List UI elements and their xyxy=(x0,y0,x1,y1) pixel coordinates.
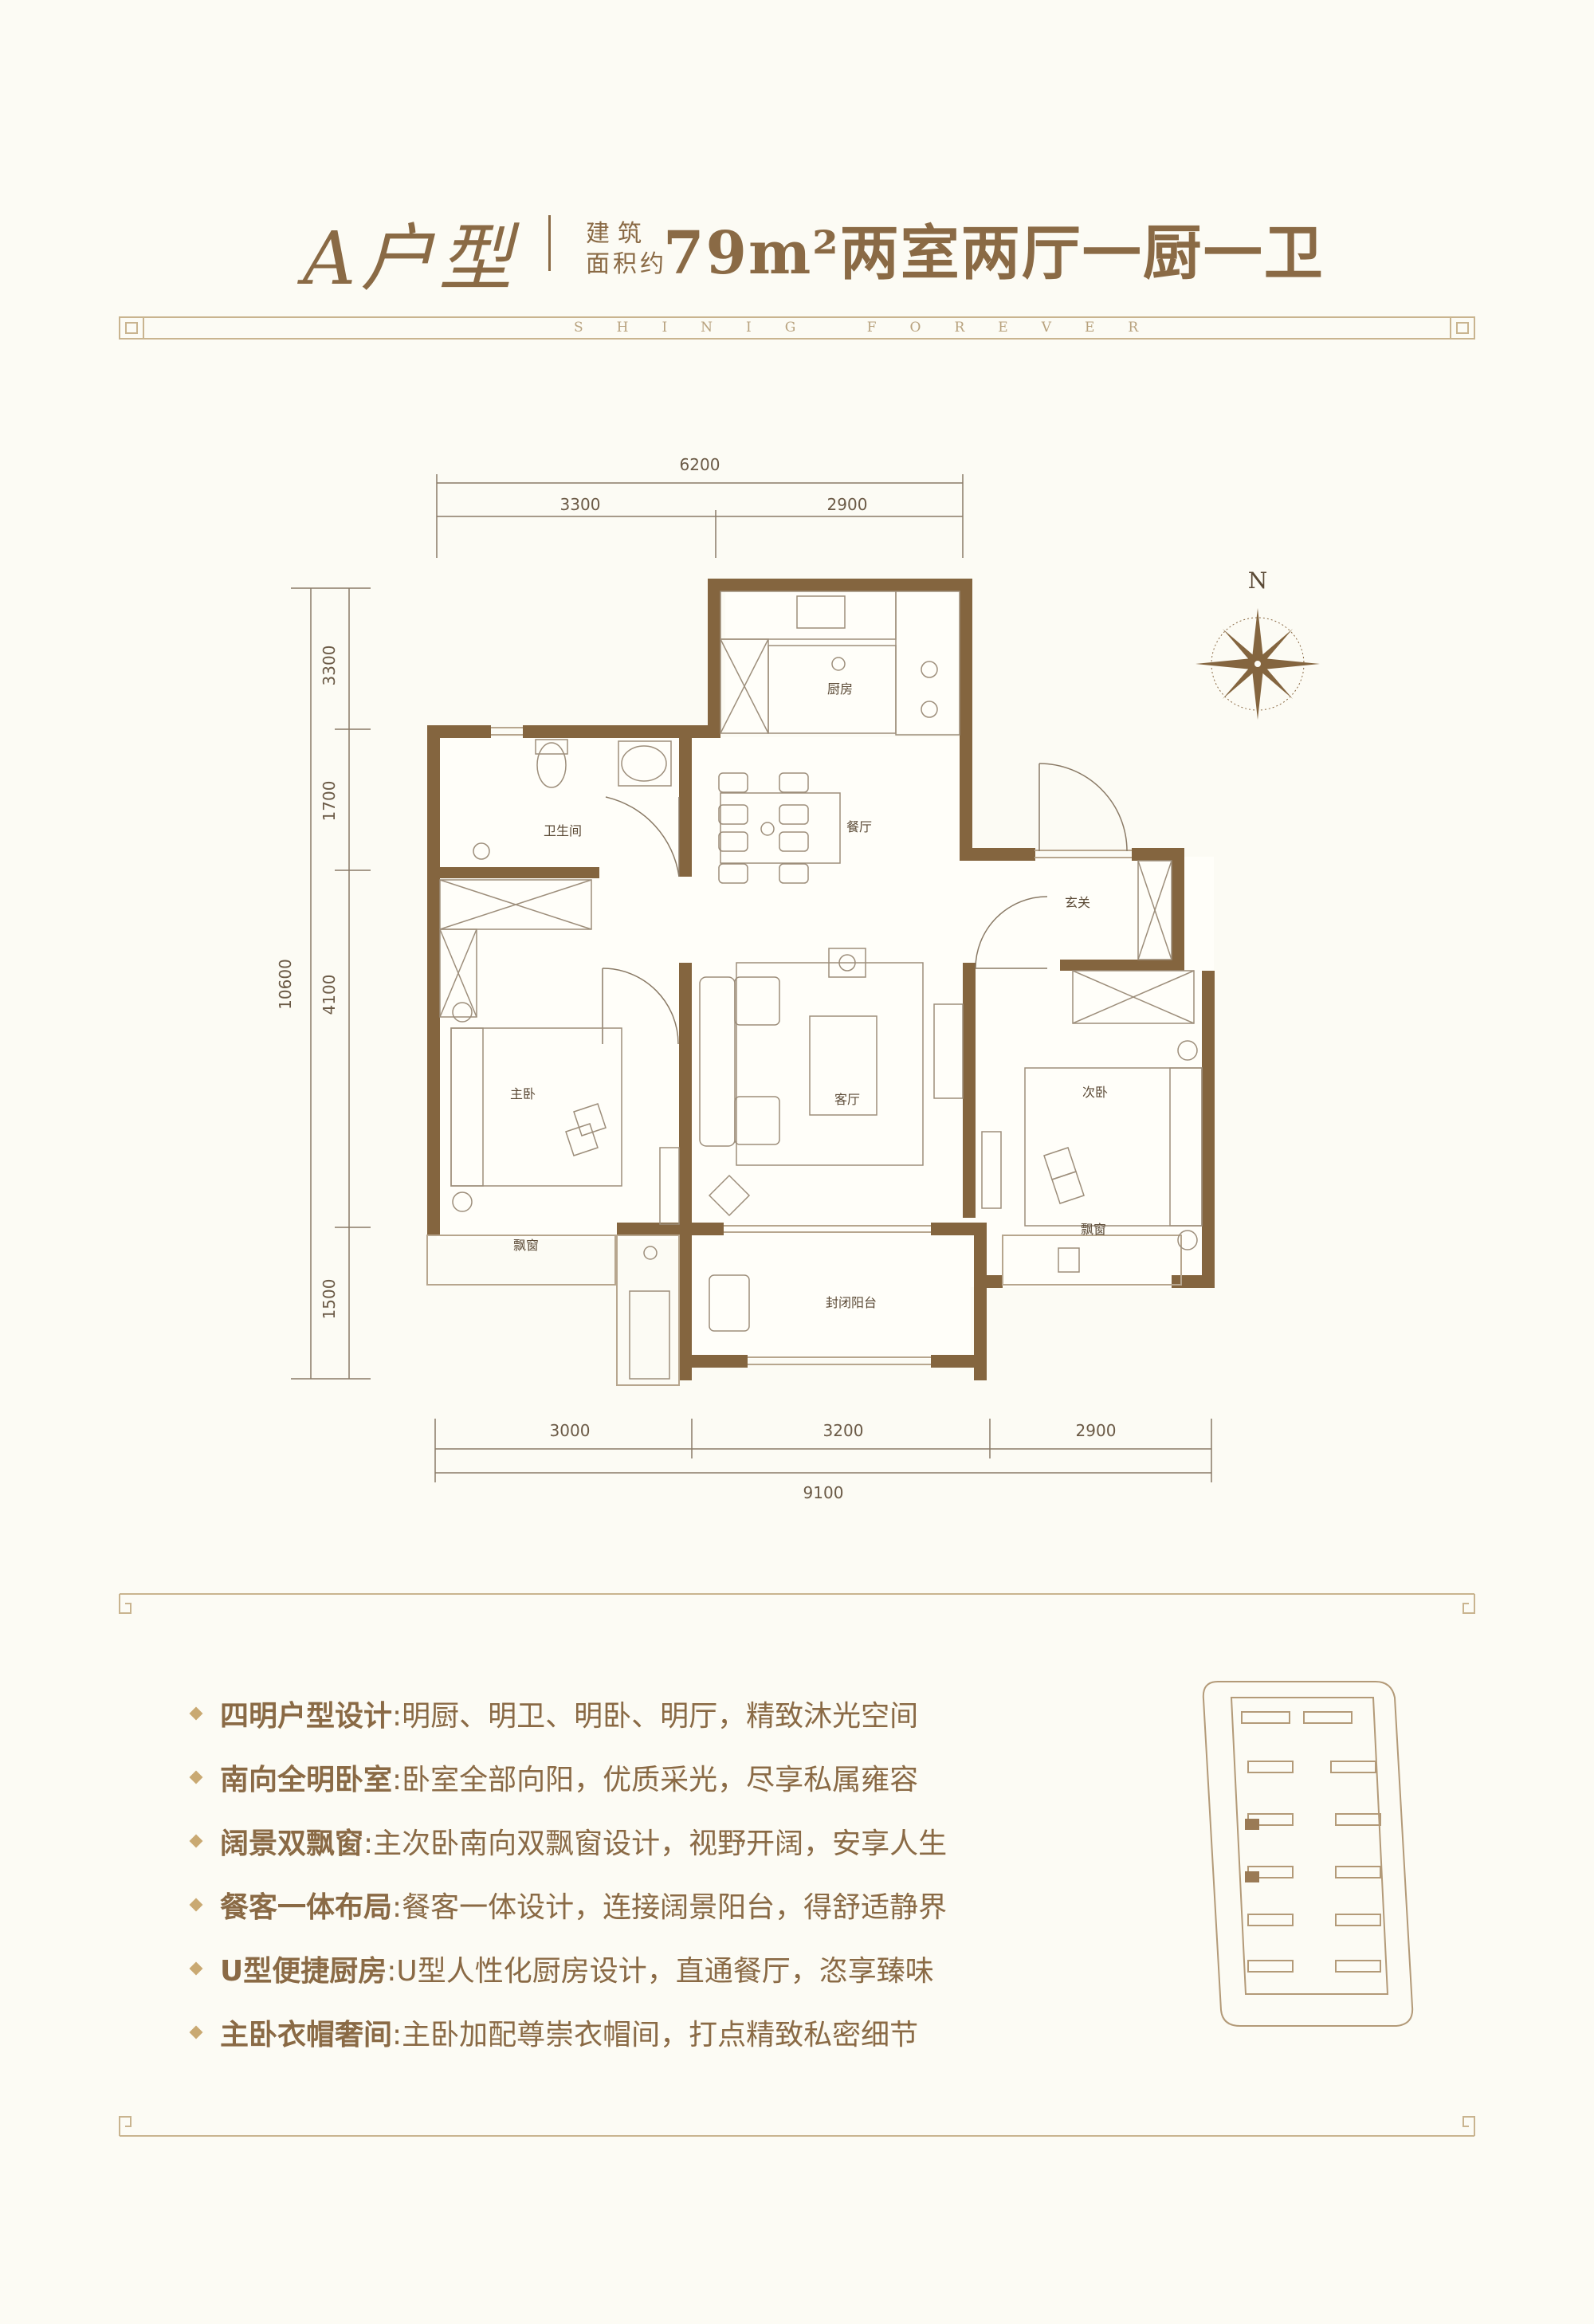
feature-item: 主卧衣帽奢间 :主卧加配尊崇衣帽间，打点精致私密细节 xyxy=(189,2000,947,2064)
dim-bottom-3: 2900 xyxy=(1076,1421,1117,1440)
doors xyxy=(602,763,1128,1045)
title-divider xyxy=(548,215,551,271)
furniture xyxy=(439,591,1203,1380)
compass-rose-icon xyxy=(1196,608,1320,720)
dim-left-total: 10600 xyxy=(276,959,295,1010)
area-label-line1: 建筑 xyxy=(586,220,650,248)
feature-title: U型便捷厨房 xyxy=(220,1955,387,1988)
walls xyxy=(427,579,1215,1380)
feature-text: :餐客一体设计，连接阔景阳台，得舒适静界 xyxy=(392,1891,948,1924)
unit-type-title: A户型 xyxy=(303,216,517,301)
feature-title: 阔景双飘窗 xyxy=(220,1827,364,1860)
room-balcony: 封闭阳台 xyxy=(826,1295,877,1310)
feature-text: :主次卧南向双飘窗设计，视野开阔，安享人生 xyxy=(363,1827,948,1860)
room-dining: 餐厅 xyxy=(846,819,872,834)
dim-bottom-2: 3200 xyxy=(823,1421,864,1440)
feature-item: 四明户型设计 :明厨、明卫、明卧、明厅，精致沐光空间 xyxy=(189,1682,947,1745)
area-label-line2: 面积约 xyxy=(586,250,667,278)
feature-title: 南向全明卧室 xyxy=(220,1764,393,1796)
room-second-bedroom: 次卧 xyxy=(1082,1085,1108,1100)
room-floors xyxy=(437,590,1214,1359)
windows xyxy=(426,727,1182,1386)
diamond-bullet-icon xyxy=(189,1834,203,1848)
feature-item: 南向全明卧室 :卧室全部向阳，优质采光，尽享私属雍容 xyxy=(189,1745,947,1809)
feature-item: 阔景双飘窗 :主次卧南向双飘窗设计，视野开阔，安享人生 xyxy=(189,1809,948,1873)
left-dimensions xyxy=(291,587,371,1380)
bottom-dimensions xyxy=(434,1419,1212,1482)
site-plan-buildings xyxy=(1241,1711,1381,1973)
dim-left-4: 1500 xyxy=(320,1279,339,1320)
features-frame xyxy=(119,1593,1475,2137)
site-plan-highlight xyxy=(1245,1819,1259,1882)
top-dimensions xyxy=(436,474,964,558)
dim-bottom-total: 9100 xyxy=(803,1483,844,1502)
diamond-bullet-icon xyxy=(189,1706,203,1721)
top-frame xyxy=(119,316,1475,340)
feature-item: U型便捷厨房 :U型人性化厨房设计，直通餐厅，恣享臻味 xyxy=(189,1937,947,2000)
feature-list: 四明户型设计 :明厨、明卫、明卧、明厅，精致沐光空间 南向全明卧室 :卧室全部向… xyxy=(189,1682,948,2064)
dim-top-left: 3300 xyxy=(560,495,601,514)
dim-left-1: 3300 xyxy=(320,646,339,686)
dim-bottom-1: 3000 xyxy=(550,1421,591,1440)
dim-top-total: 6200 xyxy=(680,455,720,474)
diamond-bullet-icon xyxy=(189,1898,203,1912)
room-entrance: 玄关 xyxy=(1065,895,1090,910)
feature-title: 餐客一体布局 xyxy=(220,1891,393,1924)
room-kitchen: 厨房 xyxy=(827,681,853,697)
feature-text: :主卧加配尊崇衣帽间，打点精致私密细节 xyxy=(392,2019,919,2051)
diamond-bullet-icon xyxy=(189,1961,203,1976)
site-plan-thumbnail xyxy=(1202,1681,1414,2027)
frame-tagline: SHINIG FOREVER xyxy=(574,320,1172,336)
diamond-bullet-icon xyxy=(189,2025,203,2039)
room-bay-window-left: 飘窗 xyxy=(513,1238,539,1253)
feature-text: :明厨、明卫、明卧、明厅，精致沐光空间 xyxy=(392,1700,919,1733)
feature-title: 四明户型设计 xyxy=(220,1700,393,1733)
feature-item: 餐客一体布局 :餐客一体设计，连接阔景阳台，得舒适静界 xyxy=(189,1873,948,1937)
feature-text: :卧室全部向阳，优质采光，尽享私属雍容 xyxy=(392,1764,919,1796)
diamond-bullet-icon xyxy=(189,1770,203,1784)
dim-top-right: 2900 xyxy=(827,495,868,514)
room-bathroom: 卫生间 xyxy=(544,823,582,838)
main-title: 79m²两室两厅一厨一卫 xyxy=(663,219,1325,288)
room-master-bedroom: 主卧 xyxy=(510,1086,536,1101)
feature-text: :U型人性化厨房设计，直通餐厅，恣享臻味 xyxy=(387,1955,934,1988)
dim-left-2: 1700 xyxy=(320,781,339,822)
dim-left-3: 4100 xyxy=(320,975,339,1015)
room-bay-window-right: 飘窗 xyxy=(1081,1222,1106,1237)
compass-north-label: N xyxy=(1248,567,1268,594)
room-living: 客厅 xyxy=(834,1092,860,1107)
feature-title: 主卧衣帽奢间 xyxy=(220,2019,393,2051)
